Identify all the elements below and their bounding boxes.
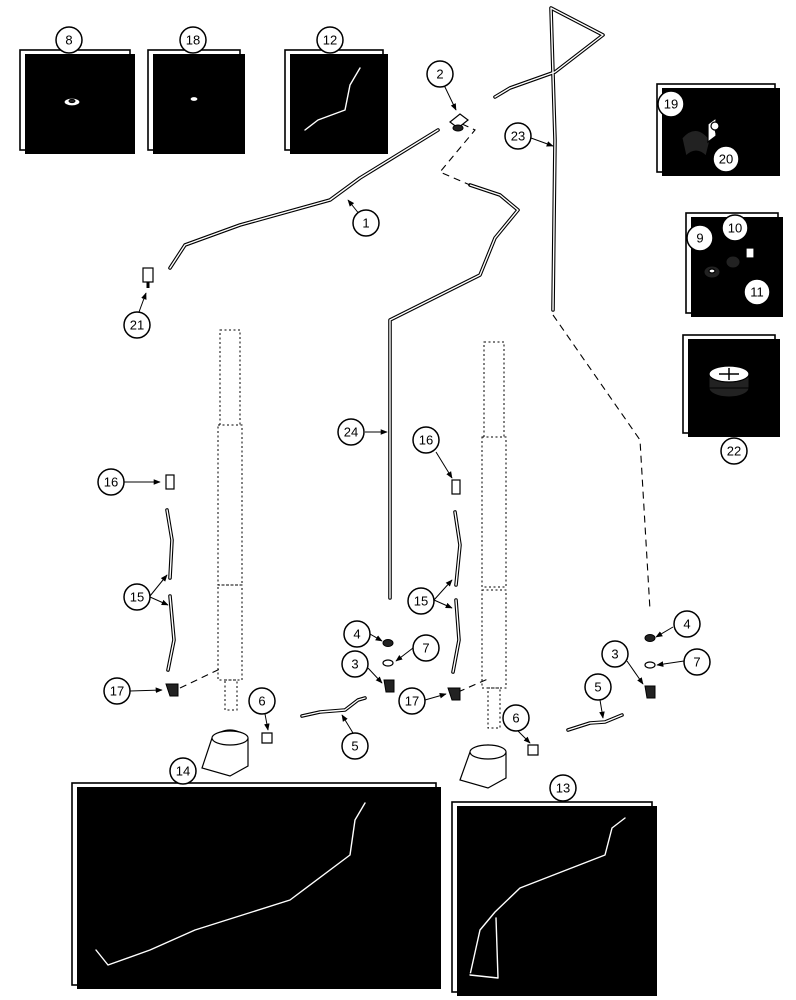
- fitting-2: [449, 113, 469, 132]
- dashed-link-2-24: [439, 123, 476, 186]
- callout-15-right: 15: [407, 587, 435, 615]
- tube-23: [493, 6, 605, 312]
- inset-box-13: [451, 801, 657, 996]
- callout-24: 24: [337, 418, 365, 446]
- dashed-link-17-left: [179, 667, 223, 689]
- elbow-3-right: [644, 685, 656, 699]
- callout-5-right: 5: [584, 673, 612, 701]
- svg-text:14: 14: [176, 764, 190, 779]
- svg-text:6: 6: [258, 694, 265, 709]
- tube-1: [168, 128, 440, 270]
- callout-6-left: 6: [248, 687, 276, 715]
- inset-box-14: [71, 782, 441, 989]
- callout-1: 1: [352, 209, 380, 237]
- callout-17-left: 17: [103, 677, 131, 705]
- elbow-3-center: [383, 679, 395, 693]
- dashed-link-17-right: [457, 677, 491, 693]
- svg-text:24: 24: [344, 425, 358, 440]
- inset-box-12: [284, 49, 388, 154]
- callout-16-left: 16: [97, 468, 125, 496]
- svg-text:15: 15: [130, 590, 144, 605]
- fitting-16-left: [165, 474, 175, 490]
- washer-4-right: [644, 634, 656, 642]
- svg-text:17: 17: [110, 684, 124, 699]
- svg-text:19: 19: [664, 97, 678, 112]
- washer-7-right: [644, 661, 656, 669]
- callout-3-right: 3: [601, 640, 629, 668]
- callout-23: 23: [504, 122, 532, 150]
- svg-text:16: 16: [104, 475, 118, 490]
- leader-lines: [124, 84, 758, 744]
- svg-text:11: 11: [750, 285, 764, 300]
- svg-text:18: 18: [186, 33, 200, 48]
- svg-text:17: 17: [405, 694, 419, 709]
- callout-7-center: 7: [412, 634, 440, 662]
- svg-text:2: 2: [436, 67, 443, 82]
- tube-24: [388, 183, 520, 600]
- callout-4-right: 4: [673, 610, 701, 638]
- svg-text:8: 8: [65, 33, 72, 48]
- inset-box-18: [147, 49, 245, 154]
- cylinder-left-outline: [201, 329, 249, 777]
- svg-text:13: 13: [556, 781, 570, 796]
- callout-12: 12: [316, 26, 344, 54]
- fitting-6-left: [261, 732, 273, 744]
- svg-text:22: 22: [727, 444, 741, 459]
- svg-text:5: 5: [351, 739, 358, 754]
- svg-text:10: 10: [728, 221, 742, 236]
- callout-10: 10: [721, 214, 749, 242]
- callout-21: 21: [123, 311, 151, 339]
- callout-16-right: 16: [412, 426, 440, 454]
- tube-5-right: [566, 713, 624, 732]
- svg-text:7: 7: [693, 655, 700, 670]
- callout-4-center: 4: [343, 620, 371, 648]
- callout-8: 8: [55, 26, 83, 54]
- inset-box-8: [19, 49, 135, 154]
- svg-text:4: 4: [353, 627, 360, 642]
- svg-text:16: 16: [419, 433, 433, 448]
- svg-text:4: 4: [683, 617, 690, 632]
- callout-11: 11: [743, 278, 771, 306]
- svg-text:12: 12: [323, 33, 337, 48]
- callout-15-left: 15: [123, 583, 151, 611]
- fitting-6-right: [527, 744, 539, 756]
- hose-15-right: [451, 510, 462, 674]
- tube-5-center: [300, 696, 367, 718]
- callout-13: 13: [549, 774, 577, 802]
- washer-7-center: [382, 659, 394, 667]
- callout-2: 2: [426, 60, 454, 88]
- elbow-17-right: [447, 687, 461, 701]
- svg-text:5: 5: [594, 680, 601, 695]
- washer-4-center: [382, 639, 394, 647]
- callout-6-right: 6: [502, 704, 530, 732]
- svg-text:9: 9: [696, 231, 703, 246]
- hose-15-left: [165, 508, 176, 672]
- cylinder-right-outline: [459, 341, 507, 789]
- fitting-21: [142, 267, 154, 288]
- dashed-link-23-4: [552, 314, 651, 611]
- callout-22: 22: [720, 437, 748, 465]
- callout-17-right: 17: [398, 687, 426, 715]
- callout-19: 19: [657, 90, 685, 118]
- svg-text:15: 15: [414, 594, 428, 609]
- svg-text:3: 3: [351, 657, 358, 672]
- svg-text:23: 23: [511, 129, 525, 144]
- callout-18: 18: [179, 26, 207, 54]
- callout-5-center: 5: [341, 732, 369, 760]
- callout-20: 20: [712, 145, 740, 173]
- svg-text:1: 1: [362, 216, 369, 231]
- svg-text:7: 7: [422, 641, 429, 656]
- svg-text:6: 6: [512, 711, 519, 726]
- fitting-16-right: [451, 479, 461, 495]
- callout-3-center: 3: [341, 650, 369, 678]
- callout-14: 14: [169, 757, 197, 785]
- inset-box-22: [682, 334, 780, 437]
- svg-text:3: 3: [611, 647, 618, 662]
- svg-text:21: 21: [130, 318, 144, 333]
- callout-7-right: 7: [683, 648, 711, 676]
- callout-9: 9: [686, 224, 714, 252]
- elbow-17-left: [165, 683, 179, 697]
- svg-text:20: 20: [719, 152, 733, 167]
